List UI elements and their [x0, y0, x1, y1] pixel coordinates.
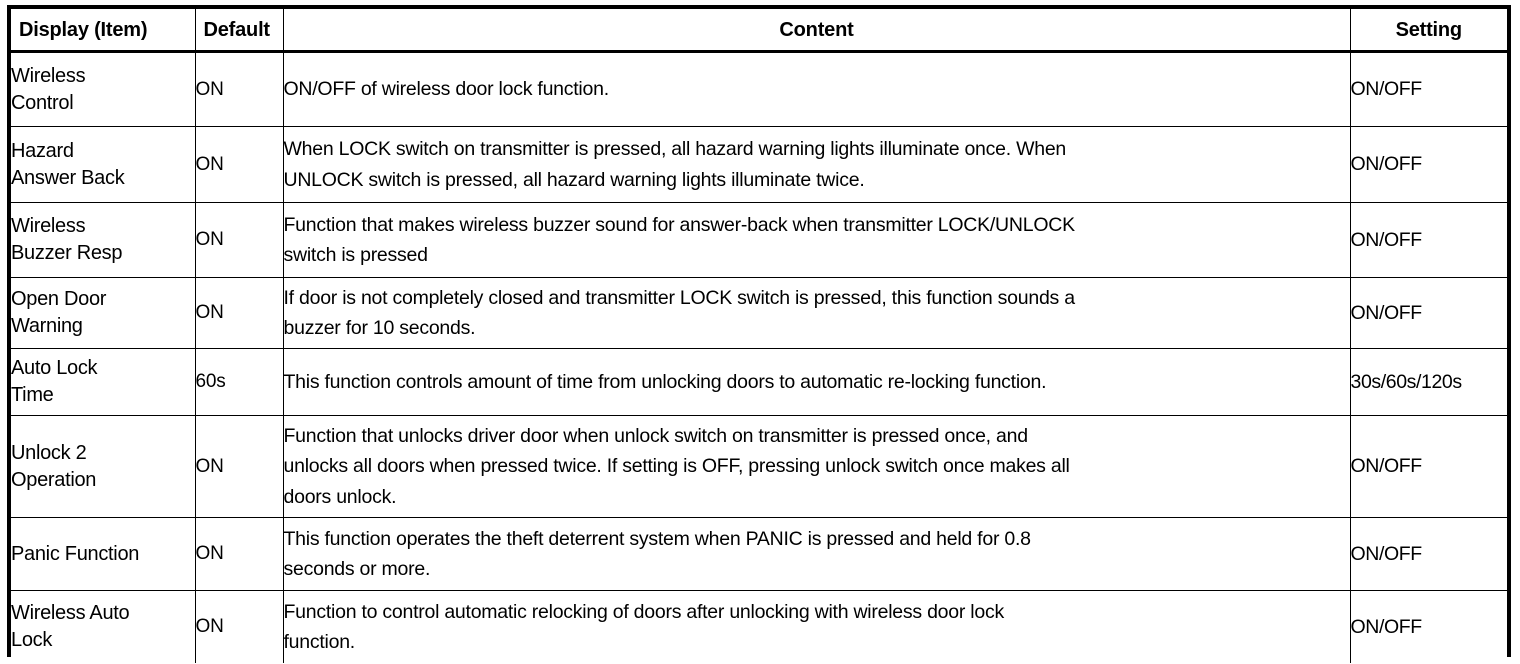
content-line: seconds or more. — [283, 558, 431, 580]
display-item-line: Panic Function — [11, 542, 140, 565]
cell-default-value: ON — [194, 415, 284, 518]
cell-default-value: ON — [194, 517, 284, 591]
content-line: Function that unlocks driver door when u… — [283, 425, 1029, 448]
cell-content-description: When LOCK switch on transmitter is press… — [282, 126, 1351, 203]
display-item-line: Unlock 2 — [11, 441, 87, 464]
content-line: doors unlock. — [283, 485, 397, 508]
display-item-line: Lock — [11, 629, 53, 651]
display-item-line: Control — [11, 91, 74, 114]
display-item-line: Buzzer Resp — [11, 242, 123, 264]
content-line: When LOCK switch on transmitter is press… — [283, 138, 1067, 161]
content-line: unlocks all doors when pressed twice. If… — [283, 455, 1070, 478]
cell-display-item: Unlock 2 Operation — [11, 415, 196, 518]
content-line: If door is not completely closed and tra… — [283, 286, 1076, 309]
content-line: This function controls amount of time fr… — [283, 370, 1047, 393]
cell-content-description: This function controls amount of time fr… — [282, 348, 1351, 416]
display-item-line: Operation — [11, 468, 97, 491]
content-line: switch is pressed — [283, 244, 428, 266]
display-item-line: Time — [11, 384, 54, 406]
display-item-line: Wireless Auto — [11, 602, 130, 624]
cell-default-value: ON — [194, 202, 284, 278]
cell-content-description: Function that unlocks driver door when u… — [282, 415, 1351, 518]
cell-default-value: ON — [194, 126, 284, 203]
table-header: Display (Item) Default Content Setting — [11, 9, 1507, 53]
display-item-line: Answer Back — [11, 166, 125, 189]
cell-content-description: Function that makes wireless buzzer soun… — [282, 202, 1351, 278]
display-item-line: Wireless — [11, 64, 86, 87]
cell-setting-options: ON/OFF — [1349, 517, 1507, 591]
cell-setting-options: ON/OFF — [1349, 202, 1507, 278]
content-line: buzzer for 10 seconds. — [283, 317, 476, 339]
content-line: ON/OFF of wireless door lock function. — [283, 78, 610, 101]
cell-content-description: ON/OFF of wireless door lock function. — [282, 51, 1351, 127]
cell-content-description: If door is not completely closed and tra… — [282, 277, 1351, 349]
cell-setting-options: ON/OFF — [1349, 277, 1507, 349]
cell-display-item: Panic Function — [11, 517, 196, 591]
content-line: UNLOCK switch is pressed, all hazard war… — [283, 168, 865, 191]
wireless-door-lock-settings-table: Display (Item) Default Content Setting W… — [11, 9, 1507, 663]
cell-default-value: ON — [194, 590, 284, 663]
column-header-display-item: Display (Item) — [11, 9, 196, 53]
table-header-row: Display (Item) Default Content Setting — [11, 9, 1507, 53]
cell-setting-options: ON/OFF — [1349, 415, 1507, 518]
content-line: This function operates the theft deterre… — [283, 527, 1031, 550]
cell-default-value: ON — [194, 277, 284, 349]
content-line: Function that makes wireless buzzer soun… — [283, 213, 1076, 236]
display-item-line: Hazard — [11, 139, 74, 162]
display-item-line: Auto Lock — [11, 357, 98, 379]
column-header-setting: Setting — [1349, 9, 1507, 53]
display-item-line: Open Door — [11, 288, 107, 310]
display-item-line: Wireless — [11, 215, 86, 237]
cell-content-description: This function operates the theft deterre… — [282, 517, 1351, 591]
content-line: function. — [283, 631, 356, 653]
cell-setting-options: ON/OFF — [1349, 126, 1507, 203]
cell-setting-options: ON/OFF — [1349, 51, 1507, 127]
cell-default-value: ON — [194, 51, 284, 127]
content-line: Function to control automatic relocking … — [283, 600, 1005, 623]
column-header-default: Default — [194, 9, 284, 53]
cell-content-description: Function to control automatic relocking … — [282, 590, 1351, 663]
settings-table-container: Display (Item) Default Content Setting W… — [7, 5, 1511, 663]
column-header-content: Content — [282, 9, 1351, 53]
cell-default-value: 60s — [194, 348, 284, 416]
cell-setting-options: ON/OFF — [1349, 590, 1507, 663]
cell-setting-options: 30s/60s/120s — [1349, 348, 1507, 416]
display-item-line: Warning — [11, 315, 83, 337]
